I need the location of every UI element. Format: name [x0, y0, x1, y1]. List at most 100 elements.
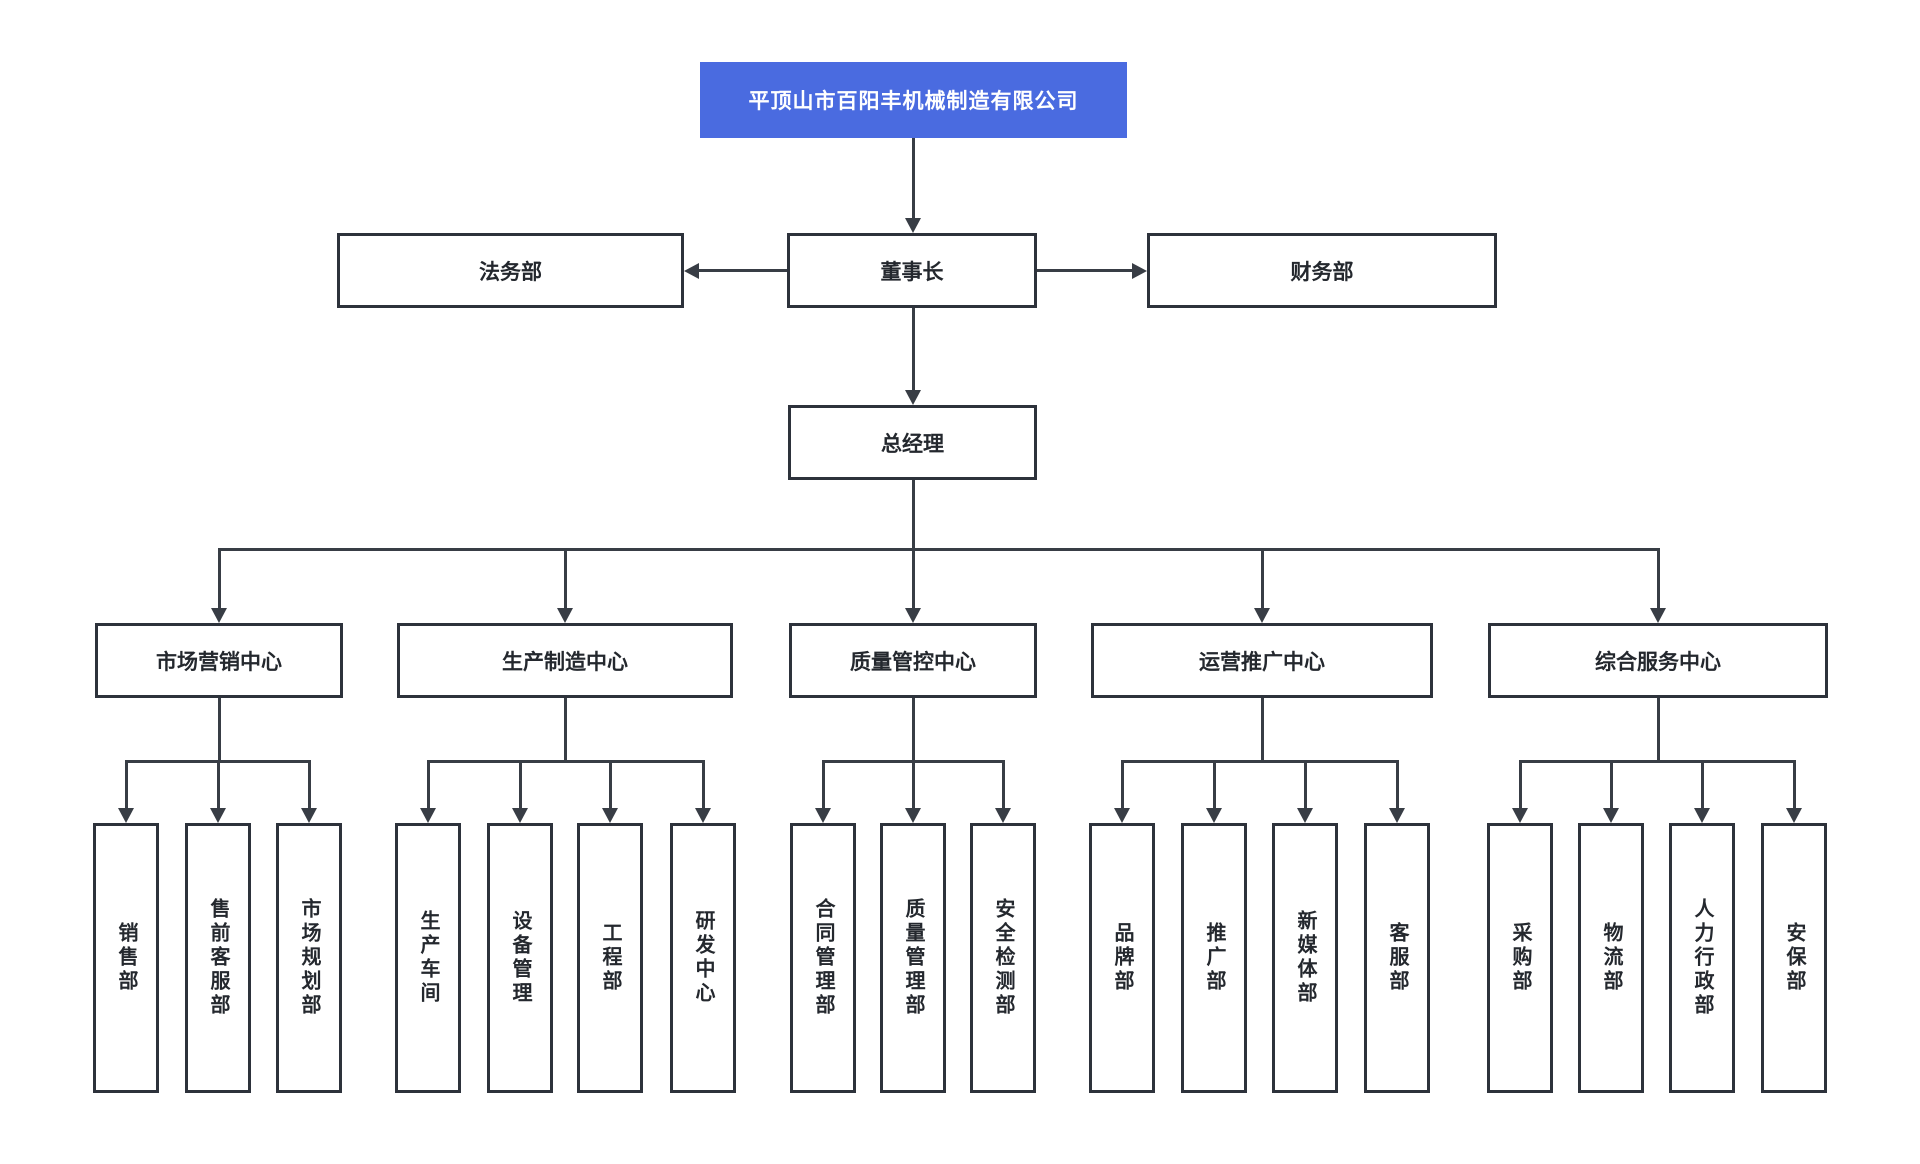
connector-vline: [1396, 760, 1399, 810]
org-node-contract-management-dept[interactable]: 合同管理部: [790, 823, 856, 1093]
connector-vline: [564, 548, 567, 608]
org-node-production-center[interactable]: 生产制造中心: [397, 623, 733, 698]
arrow-down-icon: [1650, 608, 1666, 623]
connector-vline: [125, 760, 128, 810]
org-node-brand-dept[interactable]: 品牌部: [1089, 823, 1155, 1093]
equipment-management-label: 设备管理: [509, 910, 531, 1006]
arrow-left-icon: [684, 263, 699, 279]
connector-vline: [609, 760, 612, 810]
org-node-quality-center[interactable]: 质量管控中心: [789, 623, 1037, 698]
org-node-logistics-dept[interactable]: 物流部: [1578, 823, 1644, 1093]
quality-management-dept-label: 质量管理部: [902, 898, 924, 1018]
arrow-down-icon: [1254, 608, 1270, 623]
connector-vline: [1793, 760, 1796, 810]
connector-vline: [427, 760, 430, 810]
connector-vline: [702, 760, 705, 810]
org-node-customer-service-dept[interactable]: 客服部: [1364, 823, 1430, 1093]
connector-hline: [218, 548, 1660, 551]
connector-vline: [1657, 698, 1660, 762]
connector-vline: [1261, 548, 1264, 608]
org-node-chairman[interactable]: 董事长: [787, 233, 1037, 308]
marketing-center-label: 市场营销中心: [156, 650, 282, 674]
connector-vline: [912, 308, 915, 392]
org-node-procurement-dept[interactable]: 采购部: [1487, 823, 1553, 1093]
quality-center-label: 质量管控中心: [850, 650, 976, 674]
connector-vline: [912, 760, 915, 810]
arrow-down-icon: [1114, 808, 1130, 823]
arrow-down-icon: [1786, 808, 1802, 823]
connector-hline: [1121, 760, 1398, 763]
connector-vline: [912, 138, 915, 220]
org-node-rd-center[interactable]: 研发中心: [670, 823, 736, 1093]
chairman-label: 董事长: [880, 260, 944, 284]
connector-vline: [1657, 548, 1660, 608]
connector-vline: [1519, 760, 1522, 810]
arrow-down-icon: [557, 608, 573, 623]
org-node-sales-dept[interactable]: 销售部: [93, 823, 159, 1093]
arrow-down-icon: [815, 808, 831, 823]
connector-vline: [1261, 698, 1264, 762]
engineering-dept-label: 工程部: [599, 922, 621, 994]
org-node-production-workshop[interactable]: 生产车间: [395, 823, 461, 1093]
arrow-down-icon: [602, 808, 618, 823]
org-node-legal-dept[interactable]: 法务部: [337, 233, 684, 308]
arrow-down-icon: [1603, 808, 1619, 823]
connector-vline: [1002, 760, 1005, 810]
connector-hline: [1037, 269, 1132, 272]
arrow-down-icon: [1297, 808, 1313, 823]
org-node-new-media-dept[interactable]: 新媒体部: [1272, 823, 1338, 1093]
org-node-hr-admin-dept[interactable]: 人力行政部: [1669, 823, 1735, 1093]
org-node-services-center[interactable]: 综合服务中心: [1488, 623, 1828, 698]
org-node-market-planning-dept[interactable]: 市场规划部: [276, 823, 342, 1093]
connector-vline: [1304, 760, 1307, 810]
connector-vline: [308, 760, 311, 810]
org-node-safety-inspection-dept[interactable]: 安全检测部: [970, 823, 1036, 1093]
connector-hline: [697, 269, 787, 272]
org-node-promotion-dept[interactable]: 推广部: [1181, 823, 1247, 1093]
org-node-presales-service-dept[interactable]: 售前客服部: [185, 823, 251, 1093]
security-dept-label: 安保部: [1783, 922, 1805, 994]
arrow-down-icon: [1389, 808, 1405, 823]
rd-center-label: 研发中心: [692, 910, 714, 1006]
org-node-operations-center[interactable]: 运营推广中心: [1091, 623, 1433, 698]
arrow-down-icon: [210, 808, 226, 823]
arrow-right-icon: [1132, 263, 1147, 279]
org-node-quality-management-dept[interactable]: 质量管理部: [880, 823, 946, 1093]
org-node-finance-dept[interactable]: 财务部: [1147, 233, 1497, 308]
operations-center-label: 运营推广中心: [1199, 650, 1325, 674]
connector-vline: [1701, 760, 1704, 810]
arrow-down-icon: [905, 808, 921, 823]
connector-vline: [822, 760, 825, 810]
contract-management-dept-label: 合同管理部: [812, 898, 834, 1018]
arrow-down-icon: [1694, 808, 1710, 823]
org-node-engineering-dept[interactable]: 工程部: [577, 823, 643, 1093]
connector-vline: [218, 548, 221, 608]
org-node-security-dept[interactable]: 安保部: [1761, 823, 1827, 1093]
market-planning-dept-label: 市场规划部: [298, 898, 320, 1018]
connector-vline: [912, 480, 915, 608]
arrow-down-icon: [905, 608, 921, 623]
org-node-marketing-center[interactable]: 市场营销中心: [95, 623, 343, 698]
arrow-down-icon: [512, 808, 528, 823]
arrow-down-icon: [905, 218, 921, 233]
org-node-equipment-management[interactable]: 设备管理: [487, 823, 553, 1093]
org-node-company[interactable]: 平顶山市百阳丰机械制造有限公司: [700, 62, 1127, 138]
arrow-down-icon: [1206, 808, 1222, 823]
logistics-dept-label: 物流部: [1600, 922, 1622, 994]
production-workshop-label: 生产车间: [417, 910, 439, 1006]
brand-dept-label: 品牌部: [1111, 922, 1133, 994]
services-center-label: 综合服务中心: [1595, 650, 1721, 674]
legal-dept-label: 法务部: [479, 260, 542, 284]
arrow-down-icon: [905, 390, 921, 405]
sales-dept-label: 销售部: [115, 922, 137, 994]
connector-hline: [427, 760, 704, 763]
production-center-label: 生产制造中心: [502, 650, 628, 674]
connector-vline: [217, 760, 220, 810]
general-manager-label: 总经理: [881, 432, 944, 456]
promotion-dept-label: 推广部: [1203, 922, 1225, 994]
finance-dept-label: 财务部: [1290, 260, 1354, 284]
company-label: 平顶山市百阳丰机械制造有限公司: [748, 90, 1079, 113]
presales-service-dept-label: 售前客服部: [207, 898, 229, 1018]
org-node-general-manager[interactable]: 总经理: [788, 405, 1037, 480]
